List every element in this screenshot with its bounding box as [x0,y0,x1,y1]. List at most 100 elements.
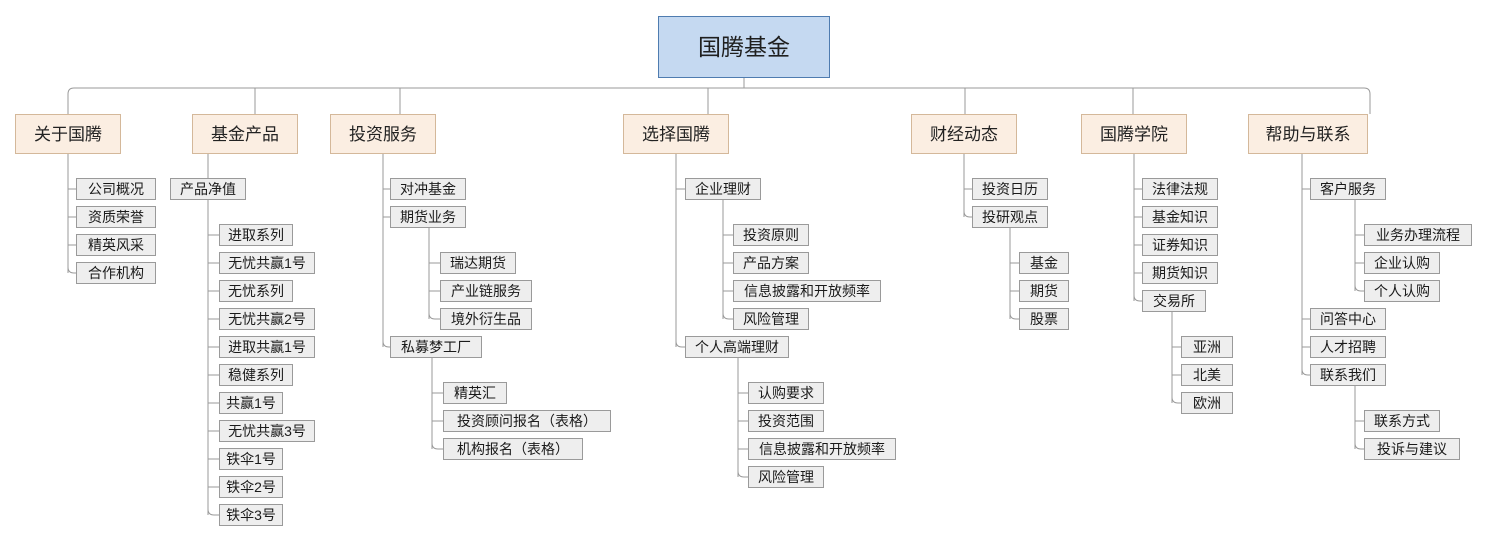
node-label: 风险管理 [758,469,814,485]
leaf-node-b5c3[interactable]: 期货知识 [1142,262,1218,284]
node-label: 帮助与联系 [1265,124,1351,144]
node-label: 期货业务 [400,209,456,225]
leaf-node-b6c0g2[interactable]: 个人认购 [1364,280,1440,302]
leaf-node-b1c0g1[interactable]: 无忧共赢1号 [219,252,315,274]
leaf-node-b6c0g1[interactable]: 企业认购 [1364,252,1440,274]
leaf-node-b3c1[interactable]: 个人高端理财 [685,336,789,358]
node-label: 期货 [1030,283,1058,299]
leaf-node-b3c1g2[interactable]: 信息披露和开放频率 [748,438,896,460]
leaf-node-b5c4g1[interactable]: 北美 [1181,364,1233,386]
leaf-node-b5c1[interactable]: 基金知识 [1142,206,1218,228]
leaf-node-b5c4g0[interactable]: 亚洲 [1181,336,1233,358]
node-label: 基金 [1030,255,1058,271]
leaf-node-b2c1[interactable]: 期货业务 [390,206,466,228]
leaf-node-b1c0g6[interactable]: 共赢1号 [219,392,283,414]
node-label: 业务办理流程 [1376,227,1460,243]
node-label: 基金知识 [1152,209,1208,225]
leaf-node-b6c3g1[interactable]: 投诉与建议 [1364,438,1460,460]
leaf-node-b6c0g0[interactable]: 业务办理流程 [1364,224,1472,246]
node-label: 证券知识 [1152,237,1208,253]
node-label: 股票 [1030,311,1058,327]
node-label: 交易所 [1153,293,1195,309]
root-node-label: 国腾基金 [698,33,790,60]
leaf-node-b2c2g1[interactable]: 投资顾问报名（表格） [443,410,611,432]
root-node-guoteng-fund[interactable]: 国腾基金 [658,16,830,78]
b6c0-bus-tick-2 [1354,284,1364,292]
leaf-node-b2c1g0[interactable]: 瑞达期货 [440,252,516,274]
leaf-node-b3c0g3[interactable]: 风险管理 [733,308,809,330]
node-label: 进取共赢1号 [228,339,306,355]
node-label: 无忧共赢3号 [228,423,306,439]
leaf-node-b2c2g0[interactable]: 精英汇 [443,382,507,404]
leaf-node-b1c0[interactable]: 产品净值 [170,178,246,200]
leaf-node-b5c4g2[interactable]: 欧洲 [1181,392,1233,414]
b3-bus-tick-1 [675,340,685,348]
leaf-node-b2c1g2[interactable]: 境外衍生品 [440,308,532,330]
leaf-node-b4c1g2[interactable]: 股票 [1019,308,1069,330]
leaf-node-b0c2[interactable]: 精英风采 [76,234,156,256]
node-label: 产品方案 [743,255,799,271]
leaf-node-b3c0g2[interactable]: 信息披露和开放频率 [733,280,881,302]
leaf-node-b4c1g1[interactable]: 期货 [1019,280,1069,302]
leaf-node-b1c0g8[interactable]: 铁伞1号 [219,448,283,470]
node-label: 共赢1号 [226,395,276,411]
leaf-node-b0c3[interactable]: 合作机构 [76,262,156,284]
node-label: 铁伞3号 [226,507,276,523]
node-label: 客户服务 [1320,181,1376,197]
node-label: 投诉与建议 [1377,441,1447,457]
leaf-node-b6c1[interactable]: 问答中心 [1310,308,1386,330]
branch-node-b6[interactable]: 帮助与联系 [1248,114,1368,154]
leaf-node-b3c1g3[interactable]: 风险管理 [748,466,824,488]
leaf-node-b1c0g2[interactable]: 无忧系列 [219,280,293,302]
leaf-node-b1c0g0[interactable]: 进取系列 [219,224,293,246]
node-label: 对冲基金 [400,181,456,197]
b5c4-bus-tick-2 [1171,396,1181,404]
leaf-node-b1c0g7[interactable]: 无忧共赢3号 [219,420,315,442]
leaf-node-b0c1[interactable]: 资质荣誉 [76,206,156,228]
branch-node-b5[interactable]: 国腾学院 [1081,114,1187,154]
leaf-node-b2c1g1[interactable]: 产业链服务 [440,280,532,302]
leaf-node-b1c0g10[interactable]: 铁伞3号 [219,504,283,526]
leaf-node-b3c0[interactable]: 企业理财 [685,178,761,200]
leaf-node-b4c1g0[interactable]: 基金 [1019,252,1069,274]
node-label: 机构报名（表格） [457,441,569,457]
node-label: 无忧共赢2号 [228,311,306,327]
leaf-node-b2c2[interactable]: 私募梦工厂 [390,336,482,358]
node-label: 企业认购 [1374,255,1430,271]
node-label: 稳健系列 [228,367,284,383]
b6c3-bus-tick-1 [1354,442,1364,450]
leaf-node-b4c1[interactable]: 投研观点 [972,206,1048,228]
leaf-node-b3c1g0[interactable]: 认购要求 [748,382,824,404]
leaf-node-b1c0g4[interactable]: 进取共赢1号 [219,336,315,358]
node-label: 基金产品 [211,124,279,144]
leaf-node-b6c3[interactable]: 联系我们 [1310,364,1386,386]
leaf-node-b4c0[interactable]: 投资日历 [972,178,1048,200]
leaf-node-b1c0g3[interactable]: 无忧共赢2号 [219,308,315,330]
branch-node-b3[interactable]: 选择国腾 [623,114,729,154]
leaf-node-b1c0g5[interactable]: 稳健系列 [219,364,293,386]
leaf-node-b1c0g9[interactable]: 铁伞2号 [219,476,283,498]
leaf-node-b3c1g1[interactable]: 投资范围 [748,410,824,432]
b3c0-bus-tick-3 [722,312,733,320]
leaf-node-b2c2g2[interactable]: 机构报名（表格） [443,438,583,460]
leaf-node-b2c0[interactable]: 对冲基金 [390,178,466,200]
leaf-node-b5c2[interactable]: 证券知识 [1142,234,1218,256]
leaf-node-b6c2[interactable]: 人才招聘 [1310,336,1386,358]
node-label: 欧洲 [1193,395,1221,411]
node-label: 期货知识 [1152,265,1208,281]
leaf-node-b0c0[interactable]: 公司概况 [76,178,156,200]
node-label: 合作机构 [88,265,144,281]
branch-node-b4[interactable]: 财经动态 [911,114,1017,154]
leaf-node-b6c0[interactable]: 客户服务 [1310,178,1386,200]
leaf-node-b3c0g1[interactable]: 产品方案 [733,252,809,274]
leaf-node-b5c0[interactable]: 法律法规 [1142,178,1218,200]
leaf-node-b6c3g0[interactable]: 联系方式 [1364,410,1440,432]
leaf-node-b5c4[interactable]: 交易所 [1142,290,1206,312]
branch-node-b2[interactable]: 投资服务 [330,114,436,154]
b1-bus-tick-10 [207,508,219,516]
branch-node-b0[interactable]: 关于国腾 [15,114,121,154]
node-label: 联系方式 [1374,413,1430,429]
branch-node-b1[interactable]: 基金产品 [192,114,298,154]
node-label: 铁伞2号 [226,479,276,495]
leaf-node-b3c0g0[interactable]: 投资原则 [733,224,809,246]
